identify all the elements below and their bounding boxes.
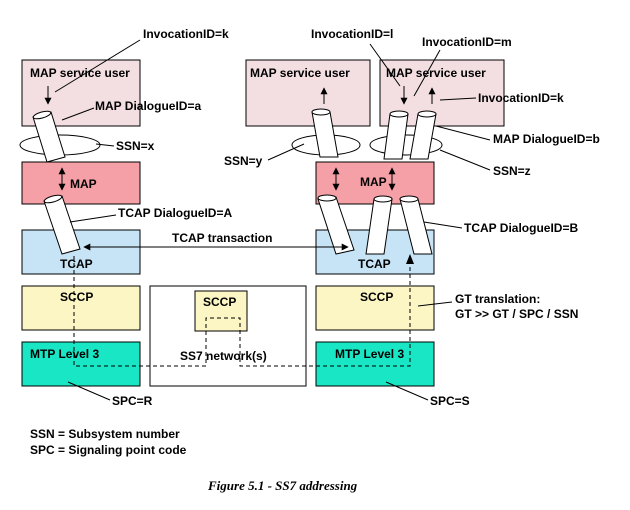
left-map-box — [21, 161, 141, 205]
invocation-k-left-leader — [54, 39, 141, 93]
tcap-dialogue-B-leader — [423, 221, 463, 229]
left-mtp-label: MTP Level 3 — [30, 347, 99, 361]
legend-ssn: SSN = Subsystem number — [30, 427, 180, 441]
invocation-l-label: InvocationID=l — [311, 27, 393, 41]
routing-dashed-path — [73, 256, 411, 367]
tcap-transaction-label: TCAP transaction — [172, 231, 272, 245]
invocation-k-right-label: InvocationID=k — [478, 91, 564, 105]
legend-spc: SPC = Signaling point code — [30, 443, 187, 457]
ssn-y-leader — [267, 143, 305, 161]
tcap-dialogue-A-leader — [69, 214, 117, 223]
left-tcap-cylinder — [43, 194, 81, 255]
ssn-z-leader — [439, 149, 491, 171]
tcap-dialogue-A-label: TCAP DialogueID=A — [118, 206, 232, 220]
right-map-user-label-2: MAP service user — [386, 66, 486, 80]
left-map-label: MAP — [70, 177, 97, 191]
spc-r-leader — [67, 381, 111, 401]
ssn-x-label: SSN=x — [116, 139, 155, 153]
right-sccp-label: SCCP — [360, 290, 393, 304]
right-tcap-label: TCAP — [358, 257, 391, 271]
ssn-y-label: SSN=y — [224, 154, 263, 168]
ss7-network-label: SS7 network(s) — [180, 349, 267, 363]
right-map-cylinder-3 — [409, 110, 437, 160]
right-map-cylinder-2 — [383, 110, 409, 160]
map-dialogue-b-label: MAP DialogueID=b — [493, 132, 600, 146]
invocation-k-right-leader — [439, 97, 477, 101]
left-tcap-label: TCAP — [60, 257, 93, 271]
gt-translation-label-2: GT >> GT / SPC / SSN — [455, 307, 578, 321]
right-sccp-box — [315, 285, 435, 331]
gt-translation-leader — [417, 301, 453, 307]
ssn-z-label: SSN=z — [493, 164, 531, 178]
right-map-cylinder-1 — [311, 108, 339, 158]
left-tcap-box — [21, 229, 141, 275]
invocation-m-leader — [413, 49, 441, 97]
network-sccp-box — [194, 290, 248, 332]
tcap-dialogue-B-label: TCAP DialogueID=B — [464, 221, 578, 235]
invocation-l-leader — [369, 43, 401, 87]
left-map-cylinder — [32, 110, 66, 163]
left-map-user-label: MAP service user — [30, 66, 130, 80]
network-sccp-label: SCCP — [203, 295, 236, 309]
right-tcap-cylinder-2 — [365, 195, 393, 255]
right-map-user-label-1: MAP service user — [250, 66, 350, 80]
routing-path-arrowhead — [406, 254, 414, 264]
right-map-label: MAP — [360, 175, 387, 189]
right-tcap-cylinder-1 — [317, 194, 355, 255]
right-mtp-label: MTP Level 3 — [335, 347, 404, 361]
left-sccp-label: SCCP — [60, 290, 93, 304]
map-dialogue-a-leader — [61, 107, 95, 121]
spc-s-leader — [385, 381, 429, 401]
left-mtp-box — [21, 341, 141, 387]
figure-caption: Figure 5.1 - SS7 addressing — [207, 478, 358, 493]
gt-translation-label-1: GT translation: — [455, 292, 540, 306]
map-dialogue-b-leader — [435, 125, 491, 141]
invocation-k-left-label: InvocationID=k — [143, 27, 229, 41]
left-sccp-box — [21, 285, 141, 331]
right-mtp-box — [315, 341, 435, 387]
ssn-x-leader — [95, 143, 115, 147]
right-tcap-cylinder-3 — [399, 195, 433, 255]
spc-r-label: SPC=R — [112, 394, 153, 408]
invocation-m-label: InvocationID=m — [422, 35, 512, 49]
spc-s-label: SPC=S — [430, 394, 470, 408]
right-map-user-box-1 — [245, 59, 371, 127]
ssn-z-ellipse — [369, 134, 443, 156]
map-dialogue-a-label: MAP DialogueID=a — [95, 99, 201, 113]
